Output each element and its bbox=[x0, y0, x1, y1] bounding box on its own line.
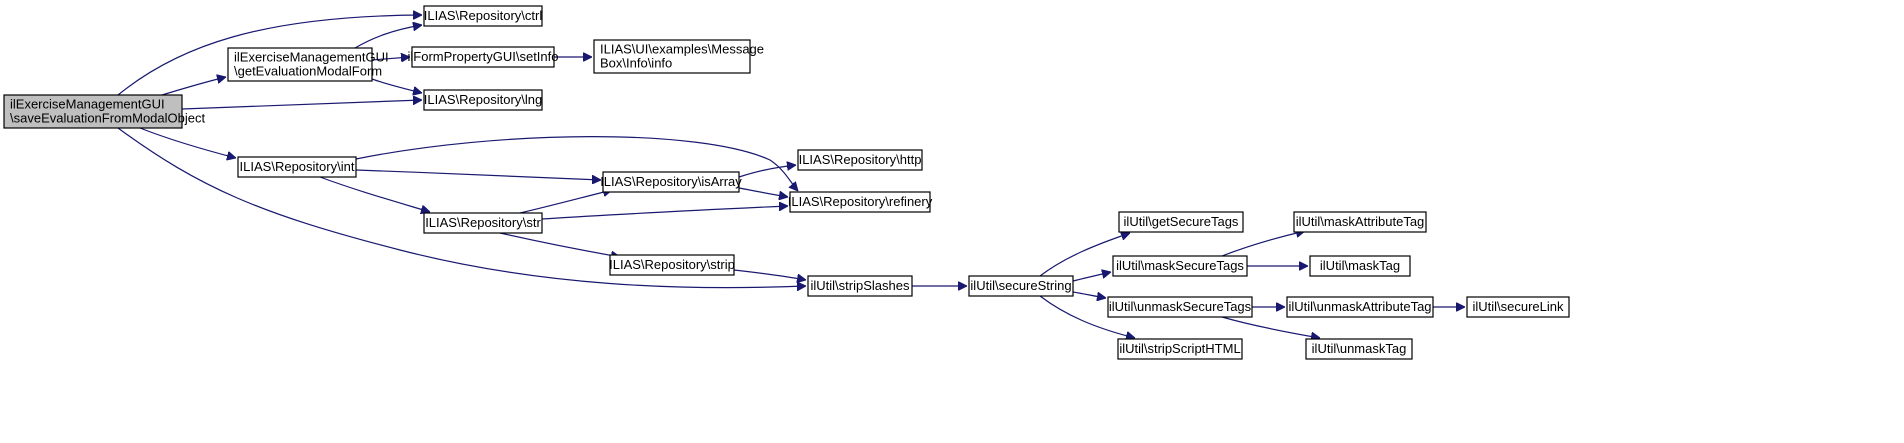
node-label: ILIAS\Repository\isArray bbox=[600, 174, 742, 189]
node-box bbox=[797, 149, 923, 171]
edge-secureString-to-getSecureTags bbox=[1039, 233, 1130, 277]
edge-root-to-lng bbox=[181, 100, 422, 110]
node-maskAttributeTag[interactable]: ilUtil\maskAttributeTag bbox=[1293, 211, 1427, 233]
node-box bbox=[609, 254, 735, 276]
node-label: ILIAS\Repository\strip bbox=[609, 257, 735, 272]
edge-strip-to-stripSlashes bbox=[733, 269, 806, 280]
node-box bbox=[1293, 211, 1427, 233]
node-label: ilUtil\unmaskAttributeTag bbox=[1288, 299, 1431, 314]
node-box bbox=[593, 39, 751, 74]
node-label: ilExerciseManagementGUI bbox=[234, 50, 389, 65]
edge-secureString-to-stripScriptHTML bbox=[1039, 295, 1135, 338]
node-secureLink[interactable]: ilUtil\secureLink bbox=[1466, 296, 1570, 318]
edge-isArray-to-http bbox=[738, 165, 796, 178]
node-box bbox=[423, 89, 543, 111]
node-box bbox=[1309, 255, 1411, 277]
node-box bbox=[423, 5, 543, 27]
node-unmaskAttributeTag[interactable]: ilUtil\unmaskAttributeTag bbox=[1286, 296, 1434, 318]
edge-int-to-isArray bbox=[355, 169, 601, 180]
node-int[interactable]: ILIAS\Repository\int bbox=[237, 156, 357, 178]
node-box bbox=[3, 94, 183, 129]
node-label: ilUtil\secureLink bbox=[1472, 299, 1564, 314]
node-strip[interactable]: ILIAS\Repository\strip bbox=[609, 254, 735, 276]
edges-layer bbox=[117, 15, 1465, 338]
edge-secureString-to-maskSecureTags bbox=[1072, 272, 1111, 282]
node-isArray[interactable]: ILIAS\Repository\isArray bbox=[600, 171, 742, 193]
node-box bbox=[1305, 338, 1413, 360]
node-box bbox=[968, 275, 1074, 297]
node-box bbox=[1118, 211, 1244, 233]
node-label: ilUtil\maskTag bbox=[1320, 258, 1400, 273]
node-box bbox=[237, 156, 357, 178]
node-getSecureTags[interactable]: ilUtil\getSecureTags bbox=[1118, 211, 1244, 233]
node-http[interactable]: ILIAS\Repository\http bbox=[797, 149, 923, 171]
node-secureString[interactable]: ilUtil\secureString bbox=[968, 275, 1074, 297]
node-stripScriptHTML[interactable]: ilUtil\stripScriptHTML bbox=[1117, 338, 1243, 360]
node-box bbox=[1107, 296, 1253, 318]
node-unmaskSecureTags[interactable]: ilUtil\unmaskSecureTags bbox=[1107, 296, 1253, 318]
node-label: ILIAS\Repository\lng bbox=[424, 92, 543, 107]
node-label: \getEvaluationModalForm bbox=[234, 64, 382, 79]
node-box bbox=[227, 47, 373, 82]
node-label: ILIAS\Repository\http bbox=[799, 152, 922, 167]
edge-root-to-int bbox=[139, 127, 236, 158]
edge-isArray-to-refinery bbox=[738, 187, 788, 197]
node-label: ilUtil\stripSlashes bbox=[811, 278, 910, 293]
node-label: Box\Info\info bbox=[600, 56, 672, 71]
node-label: ILIAS\UI\examples\Message bbox=[600, 42, 764, 57]
node-getEvalForm[interactable]: ilExerciseManagementGUI\getEvaluationMod… bbox=[227, 47, 389, 82]
node-box bbox=[411, 46, 555, 68]
node-str[interactable]: ILIAS\Repository\str bbox=[423, 212, 543, 234]
node-box bbox=[789, 191, 931, 213]
edge-root-to-ctrl bbox=[117, 15, 422, 96]
edge-getEvalForm-to-setInfo bbox=[371, 57, 410, 60]
edge-str-to-refinery bbox=[541, 206, 788, 220]
node-box bbox=[423, 212, 543, 234]
edge-root-to-getEvalForm bbox=[161, 77, 226, 96]
node-label: ilExerciseManagementGUI bbox=[10, 97, 165, 112]
node-box bbox=[1286, 296, 1434, 318]
node-box bbox=[807, 275, 913, 297]
node-refinery[interactable]: ILIAS\Repository\refinery bbox=[788, 191, 933, 213]
node-unmaskTag[interactable]: ilUtil\unmaskTag bbox=[1305, 338, 1413, 360]
edge-maskSecureTags-to-maskAttributeTag bbox=[1221, 231, 1305, 257]
node-box bbox=[1112, 255, 1248, 277]
node-label: ilUtil\secureString bbox=[970, 278, 1071, 293]
edge-int-to-refinery bbox=[355, 136, 798, 191]
node-label: ilUtil\unmaskSecureTags bbox=[1109, 299, 1252, 314]
node-label: ilUtil\getSecureTags bbox=[1124, 214, 1239, 229]
node-ctrl[interactable]: ILIAS\Repository\ctrl bbox=[423, 5, 543, 27]
node-label: ilUtil\unmaskTag bbox=[1312, 341, 1407, 356]
edge-root-to-stripSlashes bbox=[117, 127, 806, 288]
node-label: ILIAS\Repository\refinery bbox=[788, 194, 933, 209]
node-box bbox=[1117, 338, 1243, 360]
node-root[interactable]: ilExerciseManagementGUI\saveEvaluationFr… bbox=[3, 94, 205, 129]
edge-str-to-isArray bbox=[519, 190, 612, 214]
node-label: ilFormPropertyGUI\setInfo bbox=[408, 49, 559, 64]
node-stripSlashes[interactable]: ilUtil\stripSlashes bbox=[807, 275, 913, 297]
edge-getEvalForm-to-ctrl bbox=[354, 25, 422, 49]
node-label: ilUtil\maskSecureTags bbox=[1116, 258, 1244, 273]
node-label: ILIAS\Repository\int bbox=[240, 159, 355, 174]
node-label: ILIAS\Repository\ctrl bbox=[424, 8, 543, 23]
node-box bbox=[602, 171, 740, 193]
node-label: ilUtil\stripScriptHTML bbox=[1119, 341, 1240, 356]
edge-int-to-str bbox=[319, 176, 430, 212]
node-label: \saveEvaluationFromModalObject bbox=[10, 111, 205, 126]
edge-unmaskSecureTags-to-unmaskTag bbox=[1221, 316, 1320, 338]
edge-str-to-strip bbox=[499, 232, 620, 257]
node-label: ILIAS\Repository\str bbox=[425, 215, 541, 230]
node-maskSecureTags[interactable]: ilUtil\maskSecureTags bbox=[1112, 255, 1248, 277]
node-setInfo[interactable]: ilFormPropertyGUI\setInfo bbox=[408, 46, 559, 68]
node-label: ilUtil\maskAttributeTag bbox=[1296, 214, 1425, 229]
node-maskTag[interactable]: ilUtil\maskTag bbox=[1309, 255, 1411, 277]
node-lng[interactable]: ILIAS\Repository\lng bbox=[423, 89, 543, 111]
node-box bbox=[1466, 296, 1570, 318]
edge-getEvalForm-to-lng bbox=[371, 78, 422, 93]
nodes-layer: ilExerciseManagementGUI\saveEvaluationFr… bbox=[3, 5, 1570, 360]
edge-secureString-to-unmaskSecureTags bbox=[1072, 291, 1106, 298]
